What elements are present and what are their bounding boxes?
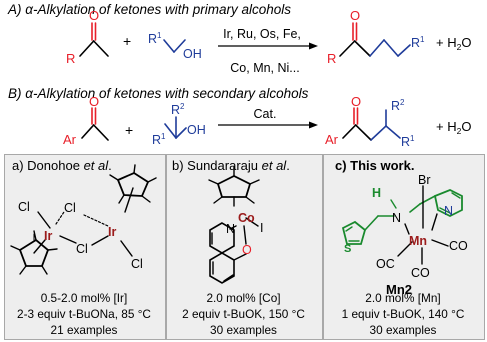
svg-text:N: N (444, 204, 453, 218)
panel-a-base-temp: 2-3 equiv t-BuONa, 85 °C (17, 307, 151, 321)
scheme-a-product: O R R1 (327, 8, 425, 66)
iridium-atom-right: Ir (108, 225, 116, 239)
manganese-complex-structure: H N Br N S Mn OC CO CO (341, 173, 468, 280)
svg-text:R: R (327, 51, 336, 66)
panel-a-examples: 21 examples (50, 323, 118, 337)
panel-a-loading: 0.5-2.0 mol% [Ir] (40, 291, 128, 305)
panel-a-title: a) Donohoe et al. (12, 158, 112, 173)
scheme-b-alcohol: R2 R1 OH (152, 102, 206, 147)
scheme-a-arrow (218, 42, 318, 50)
svg-text:Cl: Cl (18, 200, 30, 214)
scheme-a-ketone: O R (66, 8, 109, 66)
panel-c-base-temp: 1 equiv t-BuOK, 140 °C (341, 307, 465, 321)
svg-text:Ar: Ar (325, 132, 339, 147)
plus-sign-b: + (125, 122, 133, 138)
svg-text:CO: CO (449, 239, 468, 253)
panel-sundararaju (166, 154, 323, 340)
scheme-b-product: O Ar R2 R1 (325, 94, 415, 149)
scheme-b-ketone: O Ar (63, 94, 109, 147)
manganese-atom: Mn (409, 234, 427, 248)
scheme-b-arrow (218, 121, 318, 129)
svg-text:N: N (392, 211, 401, 225)
scheme-b-title: B) α-Alkylation of ketones with secondar… (8, 86, 309, 101)
svg-text:R1: R1 (411, 35, 425, 50)
oxygen-label: O (89, 8, 99, 23)
catalyst-label: Cat. (254, 107, 277, 121)
catalysts-line-1: Ir, Ru, Os, Fe, (223, 27, 301, 41)
water-byproduct-b: + H2O (436, 119, 471, 136)
svg-text:OH: OH (183, 47, 202, 61)
svg-text:R1: R1 (148, 31, 162, 46)
panel-c-loading: 2.0 mol% [Mn] (365, 291, 441, 305)
r-group-label: R (66, 51, 75, 66)
scheme-a-alcohol: R1 OH (148, 31, 202, 61)
svg-text:OC: OC (376, 257, 395, 271)
svg-text:R2: R2 (171, 102, 185, 117)
iridium-atom-left: Ir (44, 229, 52, 243)
svg-text:O: O (351, 94, 361, 109)
svg-text:Br: Br (418, 173, 431, 187)
svg-text:N: N (226, 222, 235, 236)
svg-text:Cl: Cl (76, 242, 88, 256)
panel-this-work (323, 154, 485, 340)
svg-text:CO: CO (411, 266, 430, 280)
panel-b-conditions: 2.0 mol% [Co] 2 equiv t-BuOK, 150 °C 30 … (166, 290, 321, 338)
svg-text:S: S (344, 243, 351, 255)
catalysts-line-2: Co, Mn, Ni... (230, 61, 299, 75)
scheme-a-title: A) α-Alkylation of ketones with primary … (8, 2, 292, 17)
panel-b-loading: 2.0 mol% [Co] (206, 291, 281, 305)
panel-b-base-temp: 2 equiv t-BuOK, 150 °C (182, 307, 305, 321)
panel-a-conditions: 0.5-2.0 mol% [Ir] 2-3 equiv t-BuONa, 85 … (4, 290, 164, 338)
svg-text:R1: R1 (401, 134, 415, 149)
plus-sign: + (123, 33, 131, 49)
svg-text:Cl: Cl (131, 257, 143, 271)
complex-name: Mn2 (386, 282, 412, 297)
panel-b-examples: 30 examples (210, 323, 277, 337)
panel-donohoe (4, 154, 166, 340)
panel-c-title: c) This work. (335, 158, 415, 173)
svg-text:O: O (89, 94, 99, 109)
panel-b-title: b) Sundararaju et al. (172, 158, 290, 173)
cobalt-atom: Co (238, 211, 255, 225)
svg-text:Ar: Ar (63, 132, 77, 147)
panel-c-conditions: 2.0 mol% [Mn] 1 equiv t-BuOK, 140 °C 30 … (323, 290, 483, 338)
svg-text:OH: OH (187, 123, 206, 137)
svg-text:O: O (350, 8, 360, 23)
svg-text:O: O (242, 243, 252, 257)
svg-text:R1: R1 (152, 132, 166, 147)
panel-c-examples: 30 examples (369, 323, 437, 337)
cobalt-complex-structure: N Co I O (208, 166, 263, 284)
svg-text:H: H (372, 186, 381, 200)
svg-text:Cl: Cl (64, 201, 76, 215)
iridium-dimer-structure: Cl Cl Cl Cl Ir Ir (10, 164, 157, 275)
svg-text:I: I (260, 221, 263, 235)
water-byproduct: + H2O (436, 35, 471, 52)
svg-text:R2: R2 (391, 98, 405, 113)
